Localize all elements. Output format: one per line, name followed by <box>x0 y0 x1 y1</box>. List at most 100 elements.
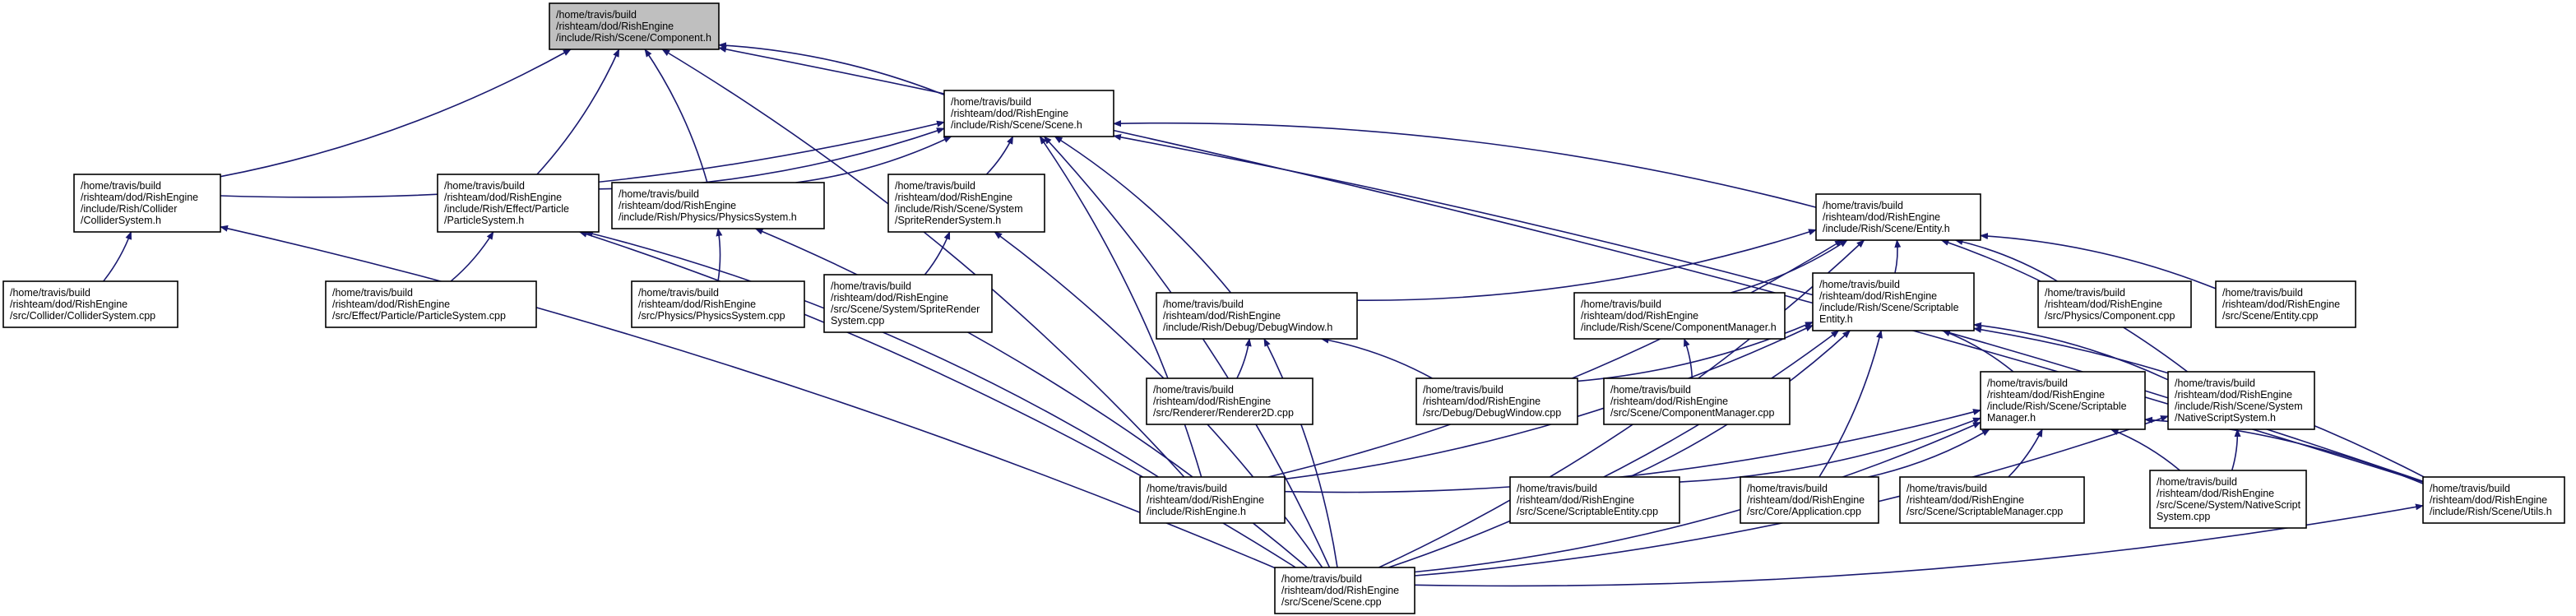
node-particlesystem_h[interactable]: /home/travis/build/rishteam/dod/RishEngi… <box>437 174 600 233</box>
node-particlesystem_cpp[interactable]: /home/travis/build/rishteam/dod/RishEngi… <box>325 280 537 328</box>
node-box <box>1509 476 1680 524</box>
node-scene_cpp[interactable]: /home/travis/build/rishteam/dod/RishEngi… <box>1274 567 1415 614</box>
node-label-line: /include/Rish/Scene/Entity.h <box>1823 223 1950 234</box>
node-label-line: /home/travis/build <box>1517 483 1597 494</box>
node-component_cpp[interactable]: /home/travis/build/rishteam/dod/RishEngi… <box>2037 280 2192 328</box>
node-scriptablemanager_cpp[interactable]: /home/travis/build/rishteam/dod/RishEngi… <box>1899 476 2085 524</box>
node-box <box>1812 272 1975 331</box>
node-debugwindow_h[interactable]: /home/travis/build/rishteam/dod/RishEngi… <box>1156 292 1358 340</box>
node-box <box>1899 476 2085 524</box>
node-label-line: /include/Rish/Debug/DebugWindow.h <box>1163 322 1332 333</box>
node-box <box>437 174 600 233</box>
node-application_cpp[interactable]: /home/travis/build/rishteam/dod/RishEngi… <box>1740 476 1879 524</box>
edge-scene_cpp-to-scriptableentity_h <box>1388 330 1840 568</box>
node-debugwindow_cpp[interactable]: /home/travis/build/rishteam/dod/RishEngi… <box>1415 377 1578 425</box>
node-label-line: /home/travis/build <box>1147 483 1227 494</box>
node-physicssystem_cpp[interactable]: /home/travis/build/rishteam/dod/RishEngi… <box>631 280 805 328</box>
node-label-line: /include/Rish/Scene/Utils.h <box>2430 506 2552 517</box>
node-label-line: /rishteam/dod/RishEngine <box>951 108 1068 119</box>
node-label-line: /rishteam/dod/RishEngine <box>619 200 736 211</box>
node-label-line: /home/travis/build <box>2157 476 2237 488</box>
edge-collidersystem_h-to-component_h <box>220 49 572 178</box>
node-scriptablemanager_h[interactable]: /home/travis/build/rishteam/dod/RishEngi… <box>1980 371 2146 430</box>
node-box <box>631 280 805 328</box>
node-label-line: /home/travis/build <box>444 180 525 192</box>
node-spriterender_cpp[interactable]: /home/travis/build/rishteam/dod/RishEngi… <box>823 274 993 333</box>
node-componentmanager_cpp[interactable]: /home/travis/build/rishteam/dod/RishEngi… <box>1603 377 1791 425</box>
node-label-line: /rishteam/dod/RishEngine <box>1747 494 1865 506</box>
node-label-line: /home/travis/build <box>1153 384 1234 396</box>
node-label-line: /home/travis/build <box>1987 377 2068 389</box>
node-rishengine_h[interactable]: /home/travis/build/rishteam/dod/RishEngi… <box>1139 476 1286 524</box>
edge-component_cpp-to-entity_h <box>1954 239 2058 282</box>
edge-scriptablemanager_cpp-to-scriptablemanager_h <box>2008 428 2043 478</box>
edge-application_cpp-to-scriptableentity_h <box>1818 330 1883 478</box>
node-label-line: /ColliderSystem.h <box>81 215 161 226</box>
node-componentmanager_h[interactable]: /home/travis/build/rishteam/dod/RishEngi… <box>1573 292 1786 340</box>
node-label-line: /rishteam/dod/RishEngine <box>831 292 948 303</box>
node-label-line: /rishteam/dod/RishEngine <box>2157 488 2274 499</box>
edge-debugwindow_cpp-to-debugwindow_h <box>1320 336 1433 379</box>
node-renderer2d_cpp[interactable]: /home/travis/build/rishteam/dod/RishEngi… <box>1146 377 1313 425</box>
node-label-line: /home/travis/build <box>831 280 911 292</box>
edge-debugwindow_h-to-entity_h <box>1356 229 1817 302</box>
node-label-line: /home/travis/build <box>1907 483 1987 494</box>
edge-rishengine_h-to-entity_h <box>1267 239 1843 478</box>
node-collidersystem_h[interactable]: /home/travis/build/rishteam/dod/RishEngi… <box>73 174 221 233</box>
edge-particlesystem_cpp-to-particlesystem_h <box>450 231 494 282</box>
node-scriptableentity_cpp[interactable]: /home/travis/build/rishteam/dod/RishEngi… <box>1509 476 1680 524</box>
node-label-line: /home/travis/build <box>1581 299 1661 310</box>
node-label-line: /src/Physics/PhysicsSystem.cpp <box>638 310 785 322</box>
node-label-line: /rishteam/dod/RishEngine <box>1147 494 1264 506</box>
node-nativescript_cpp[interactable]: /home/travis/build/rishteam/dod/RishEngi… <box>2149 470 2307 529</box>
node-label-line: /rishteam/dod/RishEngine <box>2222 299 2340 310</box>
node-box <box>1573 292 1786 340</box>
edge-entity_h-to-scene_h <box>1113 120 1817 208</box>
edge-entity_cpp-to-entity_h <box>1980 233 2217 289</box>
node-utils_h[interactable]: /home/travis/build/rishteam/dod/RishEngi… <box>2422 476 2565 524</box>
node-label-line: /rishteam/dod/RishEngine <box>1517 494 1634 506</box>
node-label-line: /home/travis/build <box>1610 384 1691 396</box>
node-label-line: /rishteam/dod/RishEngine <box>10 299 127 310</box>
edge-nativescript_cpp-to-nativescriptsystem_h <box>2231 428 2241 471</box>
node-scriptableentity_h[interactable]: /home/travis/build/rishteam/dod/RishEngi… <box>1812 272 1975 331</box>
node-scene_h[interactable]: /home/travis/build/rishteam/dod/RishEngi… <box>943 90 1114 137</box>
node-label-line: /include/Rish/Scene/Scriptable <box>1819 302 1959 313</box>
node-label-line: /rishteam/dod/RishEngine <box>1423 396 1541 407</box>
edge-particlesystem_h-to-component_h <box>536 49 620 175</box>
node-label-line: /home/travis/build <box>1819 279 1900 290</box>
node-label-line: Manager.h <box>1987 412 2036 424</box>
node-label-line: /rishteam/dod/RishEngine <box>1907 494 2024 506</box>
node-label-line: /home/travis/build <box>2175 377 2255 389</box>
edge-rishengine_h-to-particlesystem_h <box>584 230 1159 478</box>
node-label-line: /include/Rish/Scene/Scriptable <box>1987 401 2127 412</box>
node-nativescriptsystem_h[interactable]: /home/travis/build/rishteam/dod/RishEngi… <box>2167 371 2315 430</box>
node-label-line: /home/travis/build <box>1823 200 1903 211</box>
node-box <box>73 174 221 233</box>
node-label-line: /NativeScriptSystem.h <box>2175 412 2276 424</box>
node-physicssystem_h[interactable]: /home/travis/build/rishteam/dod/RishEngi… <box>611 182 825 229</box>
node-component_h[interactable]: /home/travis/build/rishteam/dod/RishEngi… <box>549 2 720 50</box>
edge-spriterender_cpp-to-spriterendersystem_h <box>924 231 951 276</box>
edge-scene_cpp-to-scriptablemanager_h <box>1414 421 1981 573</box>
edge-rishengine_h-to-scene_h <box>1039 136 1202 478</box>
node-collidersystem_cpp[interactable]: /home/travis/build/rishteam/dod/RishEngi… <box>2 280 178 328</box>
edge-scriptableentity_h-to-entity_h <box>1894 239 1902 274</box>
node-label-line: /rishteam/dod/RishEngine <box>1153 396 1271 407</box>
node-entity_h[interactable]: /home/travis/build/rishteam/dod/RishEngi… <box>1815 193 1981 241</box>
edge-scene_cpp-to-scene_h <box>1043 136 1331 568</box>
node-box <box>2167 371 2315 430</box>
node-label-line: System.cpp <box>2157 511 2210 522</box>
node-label-line: /include/Rish/Collider <box>81 203 177 215</box>
node-spriterendersystem_h[interactable]: /home/travis/build/rishteam/dod/RishEngi… <box>887 174 1045 233</box>
edge-nativescript_cpp-to-scriptablemanager_h <box>2110 428 2180 471</box>
node-box <box>2 280 178 328</box>
node-label-line: /include/Rish/Physics/PhysicsSystem.h <box>619 211 797 223</box>
edge-collidersystem_cpp-to-collidersystem_h <box>103 231 132 282</box>
node-entity_cpp[interactable]: /home/travis/build/rishteam/dod/RishEngi… <box>2215 280 2356 328</box>
node-label-line: /home/travis/build <box>638 287 719 299</box>
node-label-line: /rishteam/dod/RishEngine <box>81 192 198 203</box>
edge-rishengine_h-to-scriptablemanager_h <box>1284 409 1981 493</box>
node-label-line: /rishteam/dod/RishEngine <box>2430 494 2547 506</box>
node-box <box>1603 377 1791 425</box>
